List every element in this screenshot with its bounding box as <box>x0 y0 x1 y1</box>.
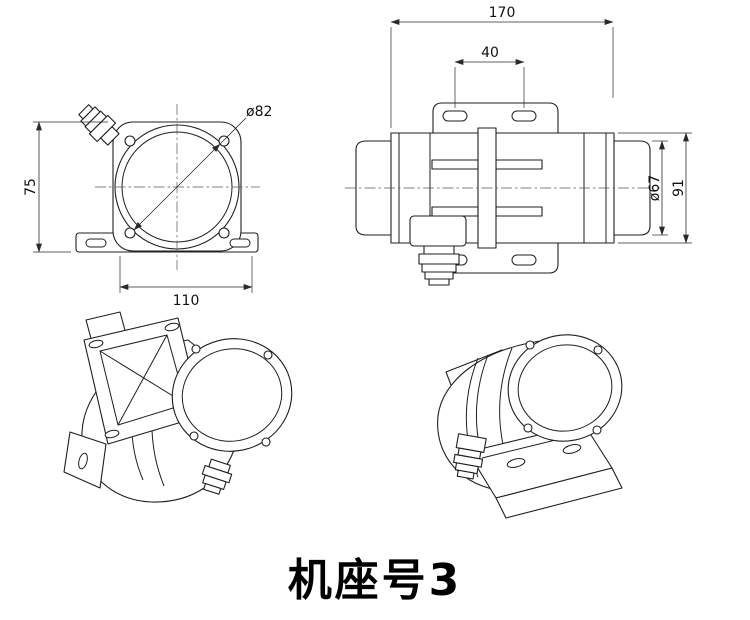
bracket-slot <box>442 110 468 122</box>
dim-side-slot-spacing: 40 <box>481 45 499 61</box>
iso-view-right <box>437 334 623 519</box>
bolt-hole <box>218 135 230 147</box>
iso-end-cover <box>507 334 623 442</box>
tab-slot <box>78 452 88 470</box>
dim-front-height: 75 <box>23 178 39 196</box>
bolt-hole <box>592 425 602 435</box>
bracket-slot <box>511 254 537 266</box>
dim-line-diameter <box>133 143 221 231</box>
tie-rod <box>431 206 479 217</box>
dim-leader-diameter <box>219 117 247 145</box>
bolt-hole <box>525 340 535 350</box>
bolt-hole <box>124 227 136 239</box>
bolt-hole <box>191 344 201 354</box>
plate-slot <box>506 458 526 468</box>
iso-end-cover <box>171 338 293 452</box>
cable-gland-iso-left <box>201 458 233 495</box>
bracket-step <box>495 467 623 519</box>
bolt-hole <box>263 350 273 360</box>
bracket-slot <box>511 110 537 122</box>
end-cap-right <box>612 140 651 236</box>
bolt-hole <box>593 345 603 355</box>
dim-front-diameter: ø82 <box>246 104 272 120</box>
foot-slot-left <box>85 238 107 248</box>
tie-rod <box>495 206 543 217</box>
bolt-hole <box>261 437 271 447</box>
bolt-hole <box>218 227 230 239</box>
plate-slot <box>164 322 180 332</box>
plate-slot <box>562 444 582 454</box>
drawing-title: 机座号3 <box>287 555 463 606</box>
bolt-hole <box>189 431 199 441</box>
cable-gland-side <box>418 245 460 286</box>
dim-side-length: 170 <box>489 5 516 21</box>
junction-box <box>409 215 467 247</box>
iso-view-left <box>63 311 293 503</box>
tie-rod <box>431 159 479 170</box>
cable-gland-iso-right <box>453 433 487 480</box>
plate-slot <box>88 339 104 349</box>
foot-slot-right <box>229 238 251 248</box>
cable-gland-front <box>78 104 120 146</box>
dim-front-width: 110 <box>173 293 200 309</box>
front-view: ø82 75 110 <box>23 104 272 309</box>
bolt-hole <box>523 423 533 433</box>
side-view: 170 40 ø67 91 <box>345 5 692 286</box>
bolt-hole <box>124 135 136 147</box>
plate-slot <box>104 429 120 439</box>
tie-rod <box>495 159 543 170</box>
dim-side-body-diameter: ø67 <box>647 175 663 201</box>
dim-side-height: 91 <box>671 179 687 197</box>
